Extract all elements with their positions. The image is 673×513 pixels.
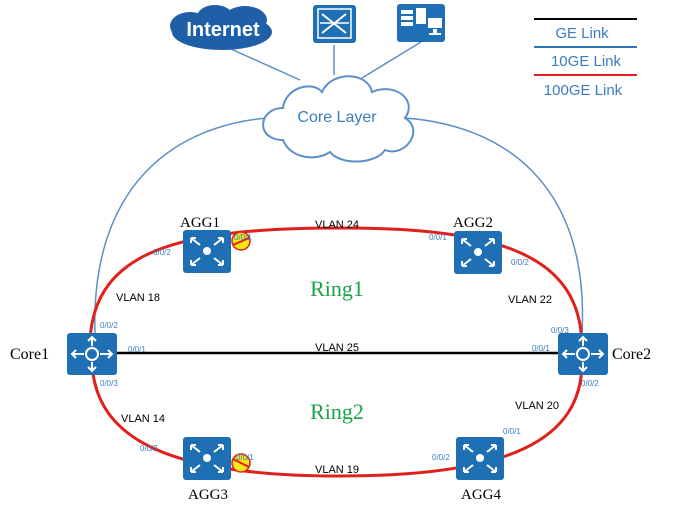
legend-10ge-label: 10GE Link — [551, 53, 622, 70]
port-agg2-left: 0/0/1 — [429, 233, 447, 242]
servers-icon — [397, 4, 445, 42]
port-core1-right: 0/0/1 — [128, 345, 146, 354]
legend: GE Link 10GE Link 100GE Link — [534, 18, 637, 99]
port-agg3-right: 0/0/1 — [236, 453, 254, 462]
agg3-label: AGG3 — [188, 487, 228, 503]
uplink-servers — [361, 41, 422, 79]
legend-ge-label: GE Link — [555, 25, 609, 42]
agg4-switch-icon — [456, 437, 504, 480]
port-labels: 0/0/1 0/0/2 0/0/1 0/0/2 0/0/2 0/0/1 0/0/… — [100, 233, 599, 462]
internet-cloud-icon: Internet — [170, 5, 272, 50]
agg4-label: AGG4 — [461, 487, 501, 503]
vlan24-label: VLAN 24 — [315, 219, 359, 231]
ring2-link — [90, 361, 584, 478]
uplink-internet — [221, 44, 301, 81]
ring1-link — [88, 226, 584, 346]
ring1-label: Ring1 — [310, 276, 364, 301]
core2-label: Core2 — [612, 346, 651, 363]
port-core1-top: 0/0/2 — [100, 321, 118, 330]
firewall-icon — [313, 5, 356, 43]
core2-router-icon — [558, 333, 608, 375]
core-layer-label: Core Layer — [297, 109, 377, 126]
vlan22-label: VLAN 22 — [508, 294, 552, 306]
blocked-port-agg1-slash — [232, 237, 250, 246]
port-core2-bottom: 0/0/2 — [581, 379, 599, 388]
uplink-core2 — [404, 117, 584, 336]
core-layer-cloud: Core Layer — [262, 75, 415, 163]
blocked-port-agg3-slash — [232, 458, 250, 468]
port-core1-bottom: 0/0/3 — [100, 379, 118, 388]
port-core2-left: 0/0/1 — [532, 344, 550, 353]
agg1-label: AGG1 — [180, 215, 220, 231]
agg3-switch-icon — [183, 437, 231, 480]
core1-router-icon — [67, 333, 117, 375]
agg1-switch-icon — [183, 230, 231, 273]
vlan20-label: VLAN 20 — [515, 400, 559, 412]
vlan19-label: VLAN 19 — [315, 464, 359, 476]
legend-100ge-label: 100GE Link — [544, 82, 623, 99]
core1-label: Core1 — [10, 346, 49, 363]
port-agg2-right: 0/0/2 — [511, 258, 529, 267]
agg2-label: AGG2 — [453, 215, 493, 231]
port-agg1-left: 0/0/2 — [153, 248, 171, 257]
port-core2-top: 0/0/3 — [551, 326, 569, 335]
port-agg1-right: 0/0/1 — [234, 233, 252, 242]
port-agg3-left: 0/0/2 — [140, 444, 158, 453]
ring2-label: Ring2 — [310, 399, 364, 424]
uplink-core1 — [94, 117, 269, 336]
agg2-switch-icon — [454, 231, 502, 274]
vlan25-label: VLAN 25 — [315, 342, 359, 354]
vlan14-label: VLAN 14 — [121, 413, 165, 425]
vlan18-label: VLAN 18 — [116, 292, 160, 304]
uplink-lines — [94, 41, 584, 336]
port-agg4-top: 0/0/1 — [503, 427, 521, 436]
port-agg4-left: 0/0/2 — [432, 453, 450, 462]
internet-label: Internet — [186, 19, 260, 41]
